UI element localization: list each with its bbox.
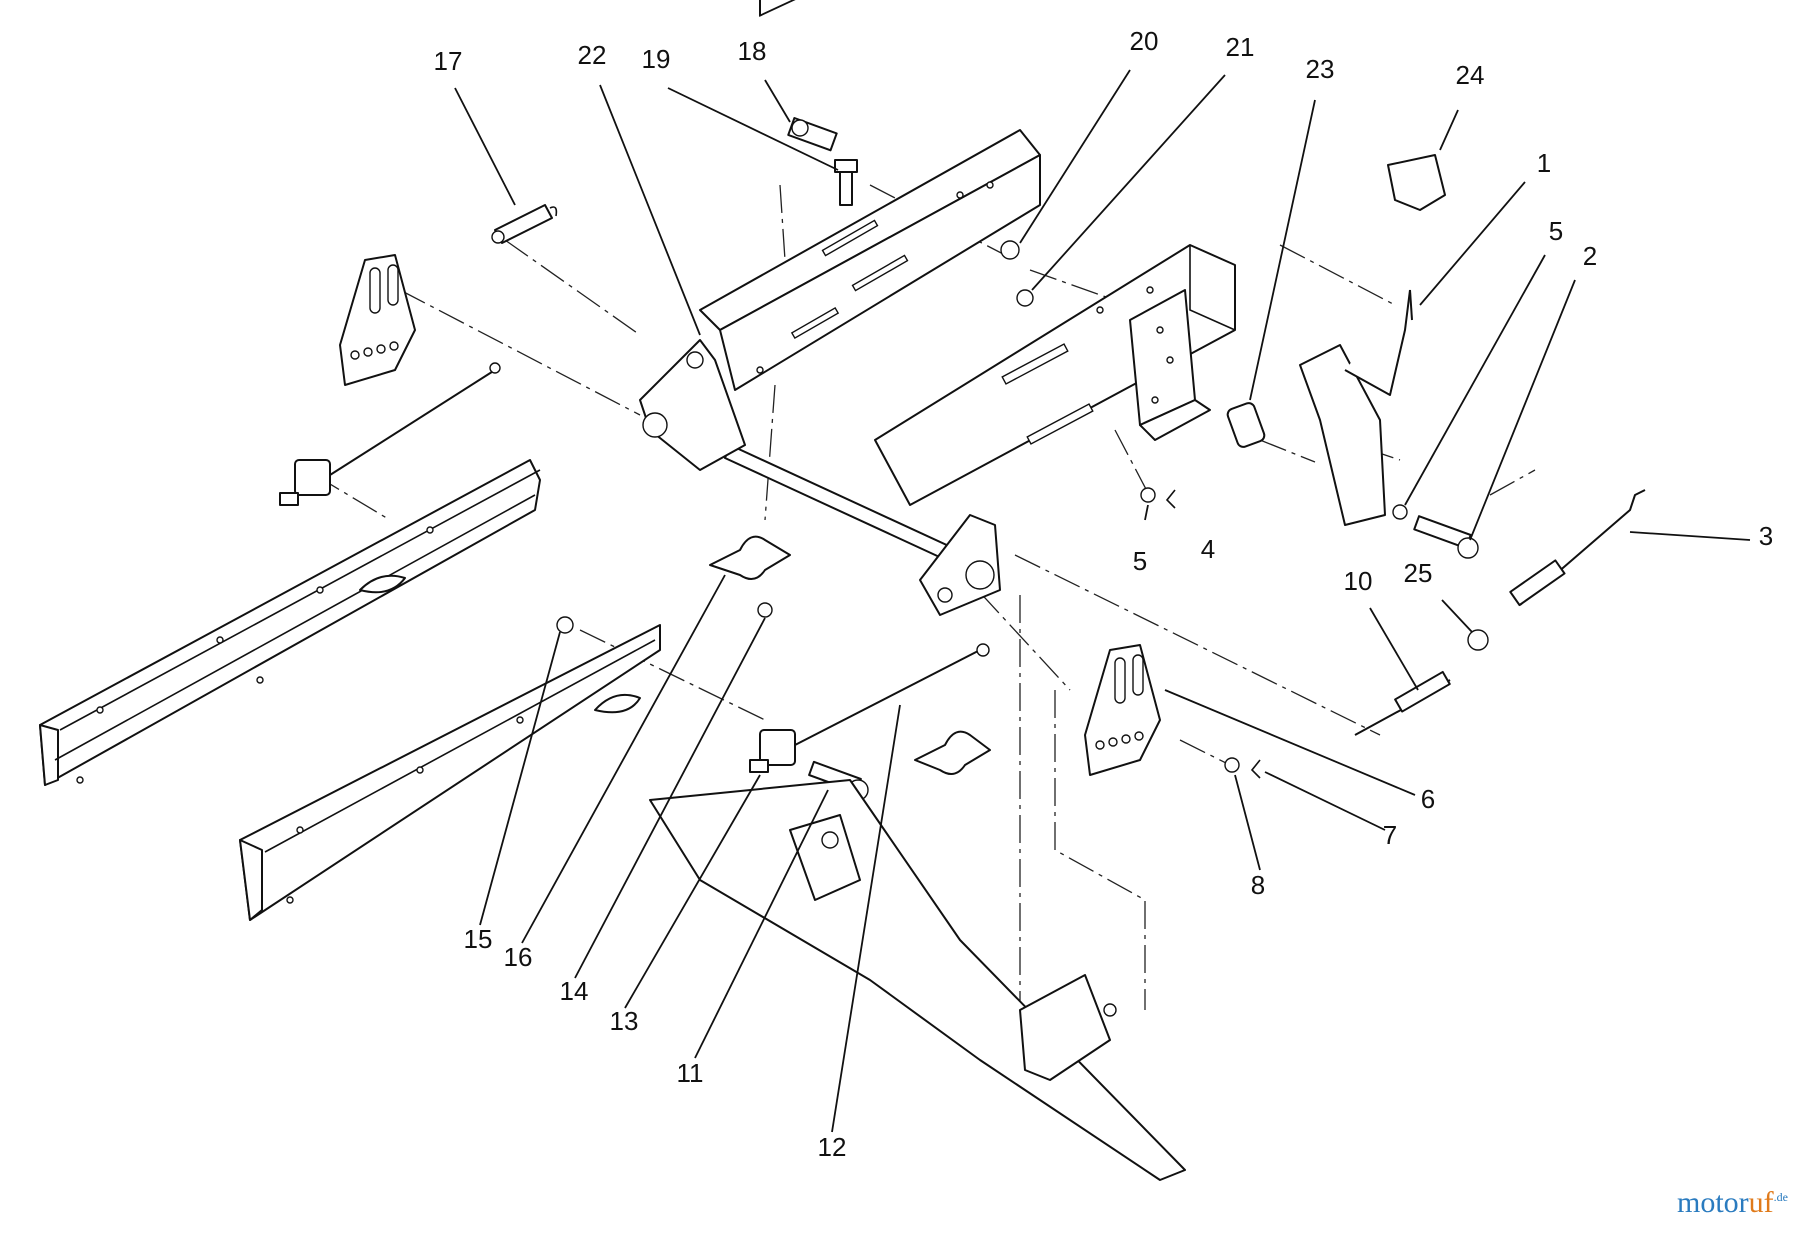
callout-18: 18 <box>738 36 767 66</box>
height-plate-upper <box>339 254 416 386</box>
callout-3: 3 <box>1759 521 1773 551</box>
callout-15: 15 <box>464 924 493 954</box>
callout-8: 8 <box>1251 870 1265 900</box>
rod-3 <box>1509 489 1646 607</box>
callout-23: 23 <box>1306 54 1335 84</box>
callout-5: 5 <box>1549 216 1563 246</box>
callout-4: 4 <box>1201 534 1215 564</box>
saddle-clamp-lower <box>914 730 991 775</box>
washers-pins <box>1140 487 1408 779</box>
bolt-2 <box>1413 515 1479 559</box>
saddle-clamp-upper <box>709 535 791 580</box>
callout-16: 16 <box>504 942 533 972</box>
callout-5: 5 <box>1133 546 1147 576</box>
right-channel <box>874 244 1236 506</box>
nuts <box>556 240 1489 651</box>
deck-arm <box>649 779 1186 1181</box>
brand-suffix: .de <box>1773 1190 1788 1204</box>
callout-21: 21 <box>1226 32 1255 62</box>
callout-25: 25 <box>1404 558 1433 588</box>
callout-22: 22 <box>578 40 607 70</box>
spacer <box>1226 402 1266 448</box>
frame-rail-left <box>39 459 541 786</box>
pivot-hub-right <box>919 514 1001 616</box>
angle-bracket <box>1129 289 1211 441</box>
brand-name-b: uf <box>1748 1186 1774 1219</box>
brand-watermark: motoruf.de <box>1677 1186 1788 1220</box>
callout-20: 20 <box>1130 26 1159 56</box>
callout-24: 24 <box>1456 60 1485 90</box>
callout-17: 17 <box>434 46 463 76</box>
callout-10: 10 <box>1344 566 1373 596</box>
callout-13: 13 <box>610 1006 639 1036</box>
callout-1: 1 <box>1537 148 1551 178</box>
callout-11: 11 <box>677 1058 704 1088</box>
height-plate-lower <box>1084 644 1161 776</box>
bolt-18 <box>787 117 838 152</box>
callout-7: 7 <box>1383 820 1397 850</box>
lever-knob <box>1387 154 1446 211</box>
callout-14: 14 <box>560 976 589 1006</box>
callout-12: 12 <box>818 1132 847 1162</box>
pivot-bracket-left <box>639 339 746 471</box>
rod-10 <box>1354 670 1451 736</box>
lift-lever <box>1299 289 1413 526</box>
bolt-19 <box>834 159 858 206</box>
link-rod-upper <box>279 362 501 506</box>
leader-lines <box>454 69 1751 1133</box>
callout-6: 6 <box>1421 784 1435 814</box>
frame-rail-inner <box>239 624 661 921</box>
link-rod-lower <box>749 643 990 773</box>
callout-2: 2 <box>1583 241 1597 271</box>
spring <box>491 204 558 244</box>
callout-19: 19 <box>642 44 671 74</box>
brand-name-a: motor <box>1677 1186 1749 1219</box>
upper-channel <box>699 0 1041 391</box>
